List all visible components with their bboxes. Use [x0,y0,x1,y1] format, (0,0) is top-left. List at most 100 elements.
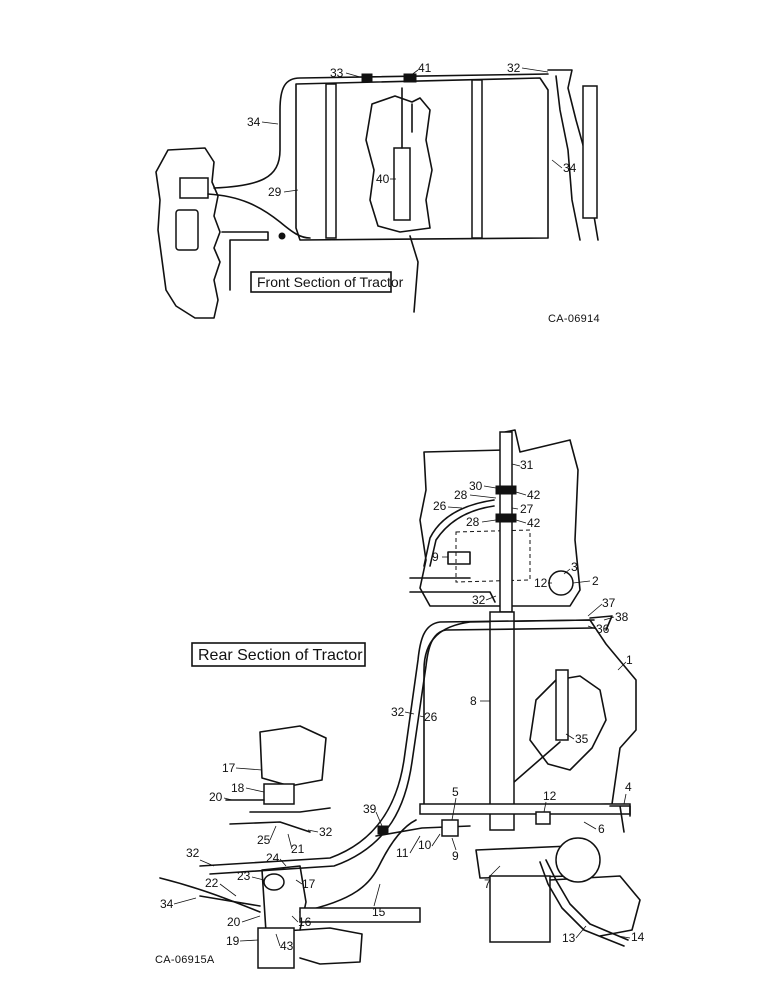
valve-9 [441,819,459,837]
callout-32c: 32 [319,825,333,839]
front-section [155,69,599,319]
callout-38: 38 [615,610,629,624]
fitting-41 [403,73,417,83]
callout-26a: 26 [433,499,447,513]
callout-19: 19 [226,934,240,948]
clamp-39 [377,825,389,835]
line-22 [199,895,261,907]
line-32-main [199,619,595,867]
callout-17b: 17 [302,877,316,891]
callout-23: 23 [237,869,251,883]
callout-17a: 17 [222,761,236,775]
callout-34b: 34 [563,161,577,175]
callout-28a: 28 [454,488,468,502]
callout-24: 24 [266,851,280,865]
hose-26b [429,505,495,567]
callout-6: 6 [598,822,605,836]
callout-4: 4 [625,780,632,794]
callout-12b: 12 [543,789,557,803]
inset-dashed-tank [455,529,531,583]
tank-strap-left [325,83,337,239]
callout-9b: 9 [452,849,459,863]
tank-strap-right [471,79,483,239]
front-title: Front Section of Tractor [257,274,404,290]
fitting-23 [263,873,285,891]
sender-35 [555,669,569,741]
rear-title-box [191,642,366,667]
line-13-14b [539,861,625,947]
callout-1: 1 [626,653,633,667]
callout-36: 36 [596,622,610,636]
fuel-tank [295,77,549,241]
callout-25: 25 [257,833,271,847]
callout-37: 37 [602,596,616,610]
tank-cutaway [365,95,433,233]
callout-8: 8 [470,694,477,708]
sediment-bowl-19 [257,927,295,969]
line-34-rear [159,877,261,913]
linkage-20-21 [225,799,331,833]
inset-outline [419,429,581,607]
callout-22: 22 [205,876,219,890]
fitting-12 [535,811,551,825]
rear-section [159,429,641,969]
line-15 [299,819,417,913]
bracket [221,231,269,291]
hose-26 [423,499,495,567]
front-title-box [250,271,392,293]
callout-34: 34 [160,897,174,911]
callout-7: 7 [484,877,491,891]
front-callouts: 33 41 32 34 34 29 40 Front Section of Tr… [247,61,600,325]
axle-boss [555,837,601,883]
rear-title: Rear Section of Tractor [198,647,363,664]
crossmember [299,907,421,923]
callout-14: 14 [631,930,645,944]
tank-base [419,803,631,815]
filter-18 [263,783,295,805]
pump-upper [259,725,327,787]
callout-32d: 32 [186,846,200,860]
filter-head [179,177,209,199]
line-37-38 [589,615,613,631]
sender-unit-40 [393,147,411,221]
main-tank [423,619,637,809]
valve-9-top [409,551,496,603]
callout-41: 41 [418,61,432,75]
callout-43: 43 [280,939,294,953]
callout-26b: 26 [424,710,438,724]
fitting-33 [361,73,373,83]
callout-32a: 32 [472,593,486,607]
line-26-main [209,627,595,875]
bracket-4 [609,805,631,833]
callout-3: 3 [571,560,578,574]
post [489,875,551,943]
sender-rod [401,87,413,149]
callout-42a: 42 [527,488,541,502]
callout-21: 21 [291,842,305,856]
callout-2: 2 [592,574,599,588]
callout-12a: 12 [534,576,548,590]
cap-3 [548,570,574,596]
callout-42b: 42 [527,516,541,530]
frame-right [549,875,641,937]
fuel-filter [175,209,199,251]
callout-33: 33 [330,66,344,80]
callout-18: 18 [231,781,245,795]
line-34-left [213,73,549,189]
front-drawing-code: CA-06914 [548,313,600,325]
callout-5: 5 [452,785,459,799]
line-29 [207,193,311,239]
callout-35: 35 [575,732,589,746]
callout-9a: 9 [432,550,439,564]
clamp-28 [495,513,517,523]
tank-support [409,235,419,313]
line-34-right-b [555,75,581,241]
callout-20b: 20 [227,915,241,929]
callout-10: 10 [418,838,432,852]
callout-39: 39 [363,802,377,816]
dash-panel [582,85,598,219]
callout-30: 30 [469,479,483,493]
callout-15: 15 [372,905,386,919]
rear-callouts: 31 30 42 28 27 26 28 42 9 3 2 12 32 37 3… [155,458,645,966]
